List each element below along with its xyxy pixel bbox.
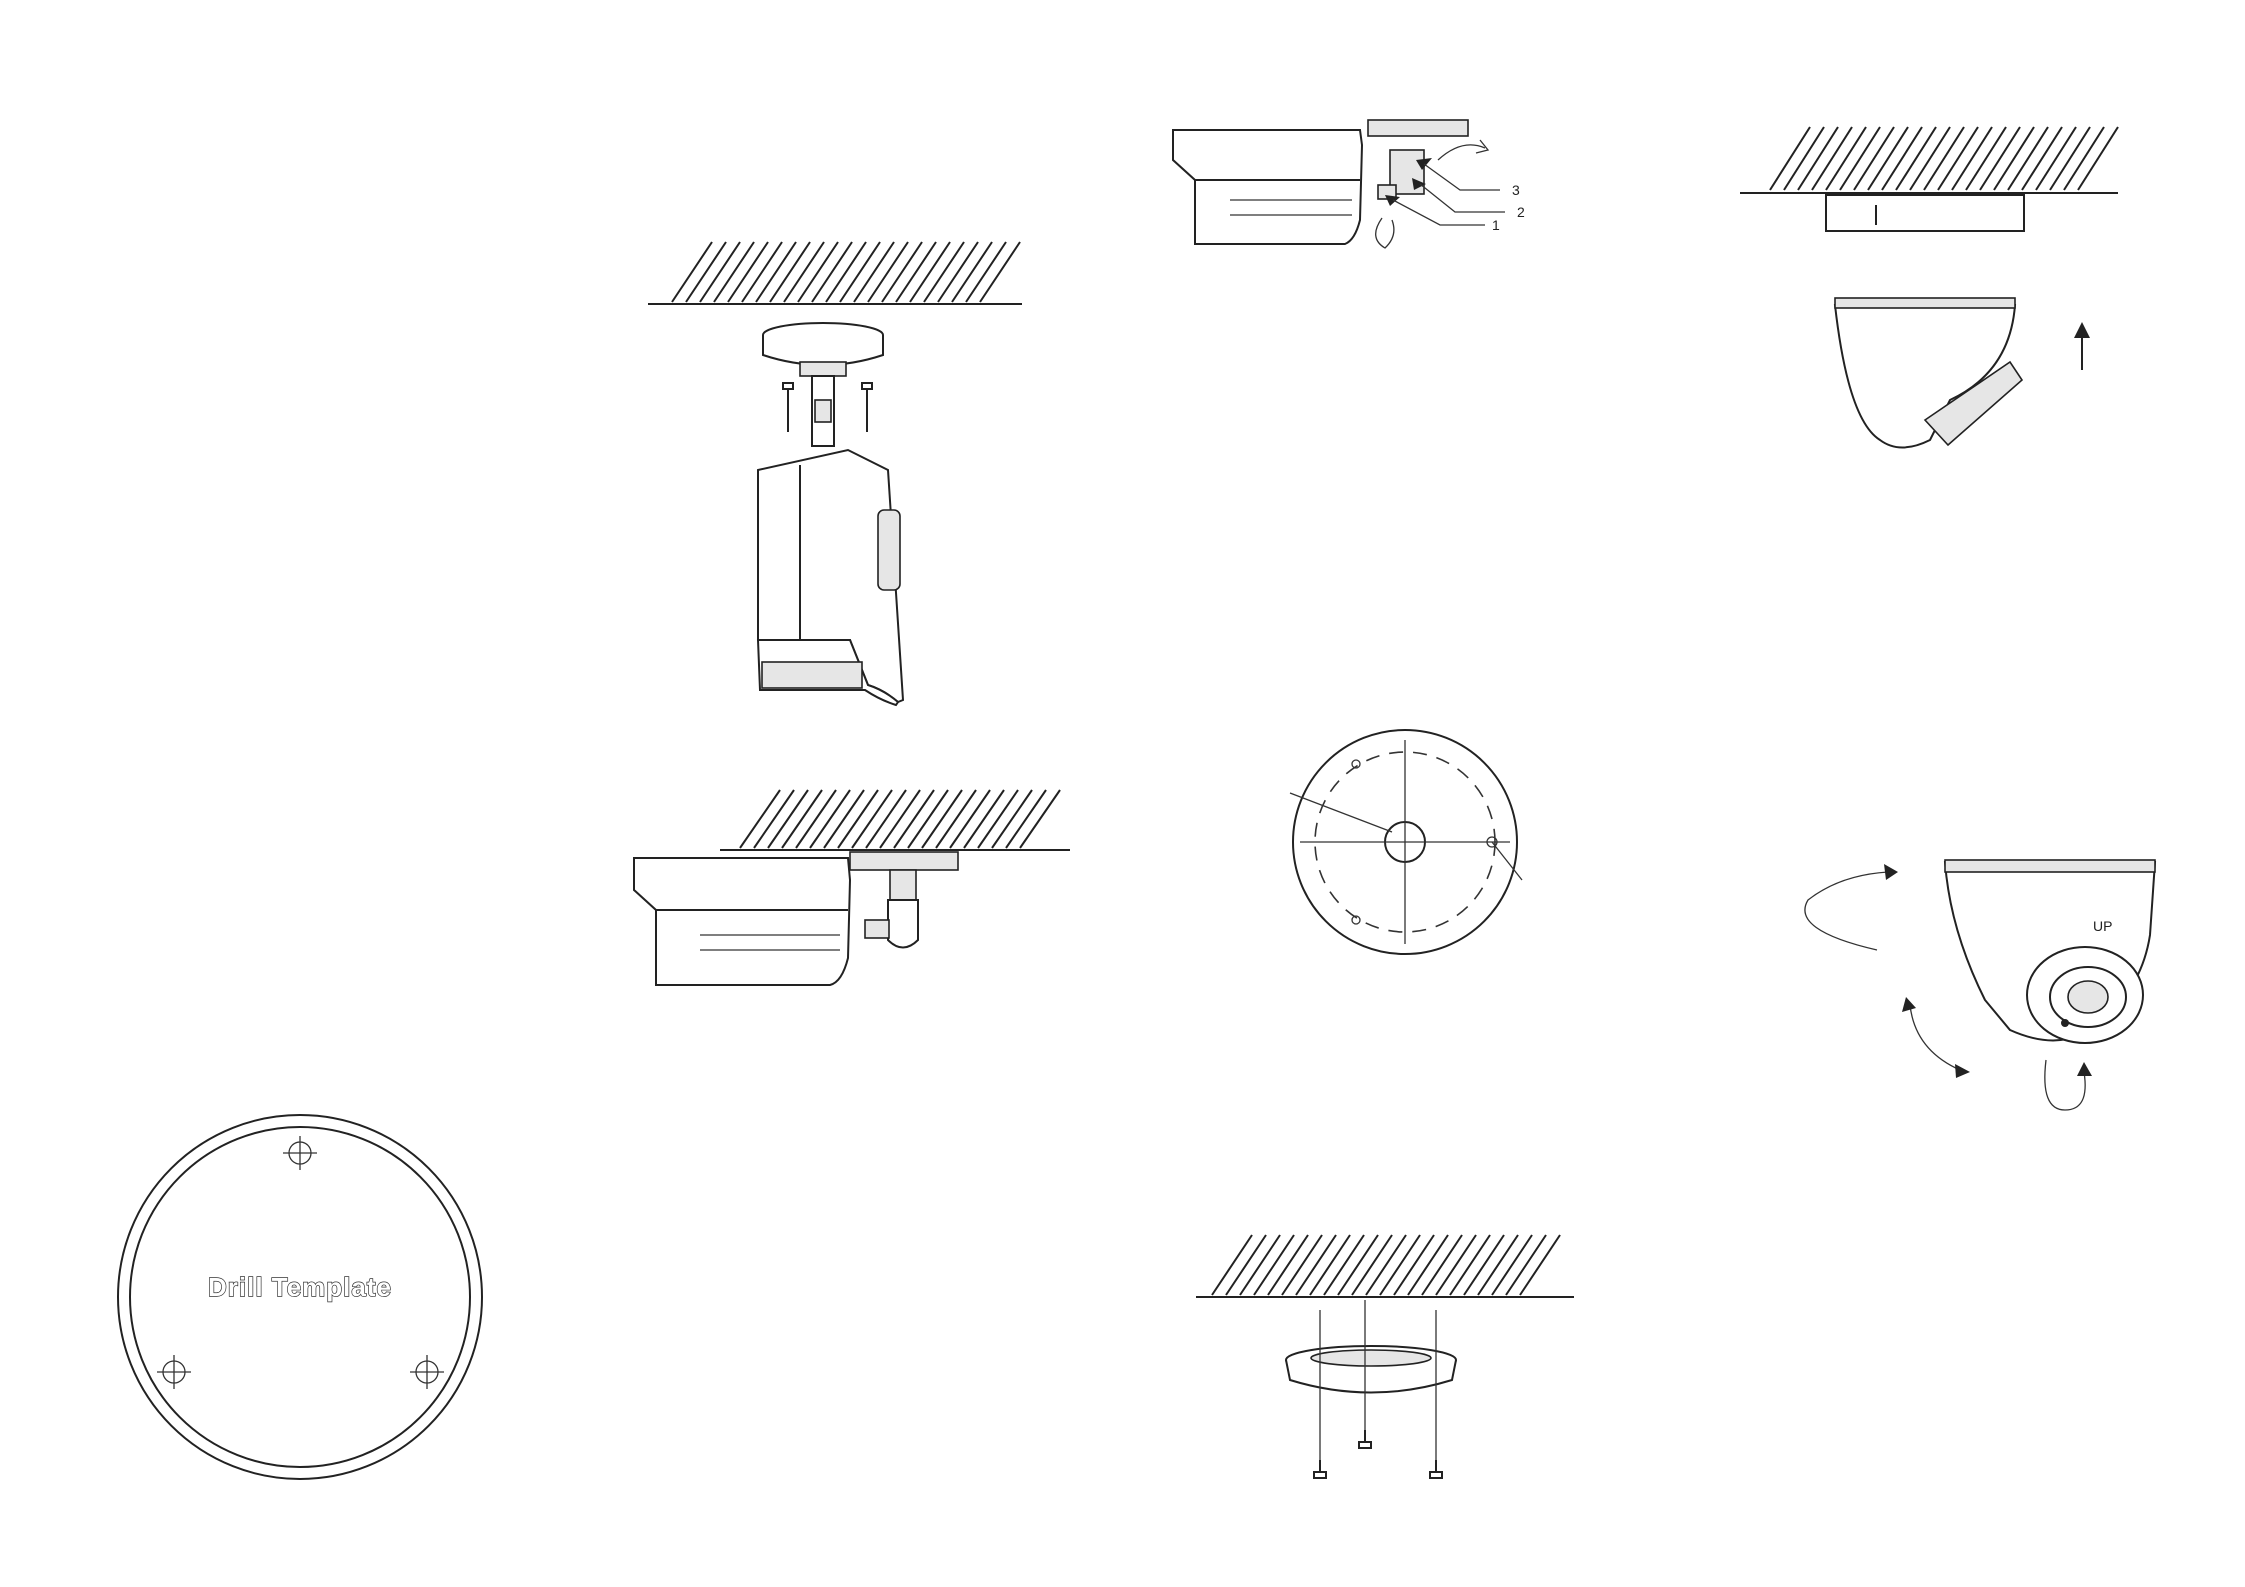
callout-3-label: 3 bbox=[1512, 182, 1520, 198]
bullet-camera-body bbox=[634, 858, 850, 985]
tilt-rotation-arrowhead-bottom bbox=[1955, 1064, 1970, 1078]
tilt-rotation-arrow bbox=[1910, 1005, 1960, 1070]
dome-camera-rim bbox=[1835, 298, 2015, 308]
callout-1-arrowhead bbox=[1385, 195, 1400, 206]
bracket-stem bbox=[890, 870, 916, 900]
bullet-camera-lens-window bbox=[762, 662, 862, 688]
callout-3-leader bbox=[1424, 164, 1500, 190]
bracket-joint bbox=[815, 400, 831, 422]
mount-base bbox=[850, 852, 958, 870]
attach-up-arrow-head bbox=[2074, 322, 2090, 338]
callout-2-label: 2 bbox=[1517, 204, 1525, 220]
ceiling-hatch bbox=[672, 242, 1020, 302]
bullet-camera-ceiling-mount-figure bbox=[648, 242, 1022, 705]
drill-hole-marker-right bbox=[410, 1355, 444, 1389]
dome-base-mounted bbox=[1826, 195, 2024, 231]
tilt-rotation-arrow bbox=[1376, 218, 1394, 248]
bullet-camera-body bbox=[1173, 130, 1362, 244]
drill-hole-marker-left bbox=[157, 1355, 191, 1389]
callout-1-label: 1 bbox=[1492, 217, 1500, 233]
dome-base-inner bbox=[1311, 1350, 1431, 1366]
lens-rotation-arrowhead bbox=[2077, 1062, 2092, 1076]
dome-camera-rim bbox=[1945, 860, 2155, 872]
bracket-arm bbox=[865, 920, 889, 938]
mount-screw-right bbox=[862, 383, 872, 432]
mounting-base-top-view bbox=[1290, 730, 1522, 954]
mount-base-side bbox=[763, 335, 883, 365]
bullet-camera-side-view-figure bbox=[634, 790, 1070, 985]
bracket-joint bbox=[888, 900, 918, 948]
dome-camera-adjust-figure: UP bbox=[1805, 860, 2155, 1110]
dome-camera-attach-figure bbox=[1740, 127, 2118, 448]
lens-rotation-arrow bbox=[2045, 1060, 2085, 1110]
mount-base-ring bbox=[800, 362, 846, 376]
pan-rotation-arrowhead bbox=[1884, 864, 1898, 880]
mount-screw-left bbox=[783, 383, 793, 432]
screw-right bbox=[1430, 1460, 1442, 1478]
cable-hole-pointer bbox=[1290, 793, 1392, 832]
bullet-camera-side-panel bbox=[878, 510, 900, 590]
pan-rotation-arrow bbox=[1805, 872, 1888, 950]
tilt-rotation-arrowhead-top bbox=[1902, 997, 1916, 1012]
ceiling-hatch bbox=[1212, 1235, 1560, 1295]
bullet-camera-callout-figure: 3 2 1 bbox=[1173, 120, 1525, 248]
ceiling-hatch bbox=[740, 790, 1060, 848]
drill-template: Drill Template bbox=[118, 1115, 482, 1479]
screw-middle bbox=[1359, 1430, 1371, 1448]
dome-camera-up-mark: UP bbox=[2093, 918, 2112, 934]
drill-hole-marker-top bbox=[283, 1136, 317, 1170]
dome-camera-ir-led bbox=[2061, 1019, 2069, 1027]
dome-base-ceiling-screw-figure bbox=[1196, 1235, 1574, 1478]
drill-template-label: Drill Template bbox=[208, 1272, 392, 1302]
screw-left bbox=[1314, 1460, 1326, 1478]
callout-2-leader bbox=[1420, 184, 1505, 212]
dome-camera-lens bbox=[2068, 981, 2108, 1013]
ceiling-hatch bbox=[1770, 127, 2118, 190]
mount-base bbox=[1368, 120, 1468, 136]
